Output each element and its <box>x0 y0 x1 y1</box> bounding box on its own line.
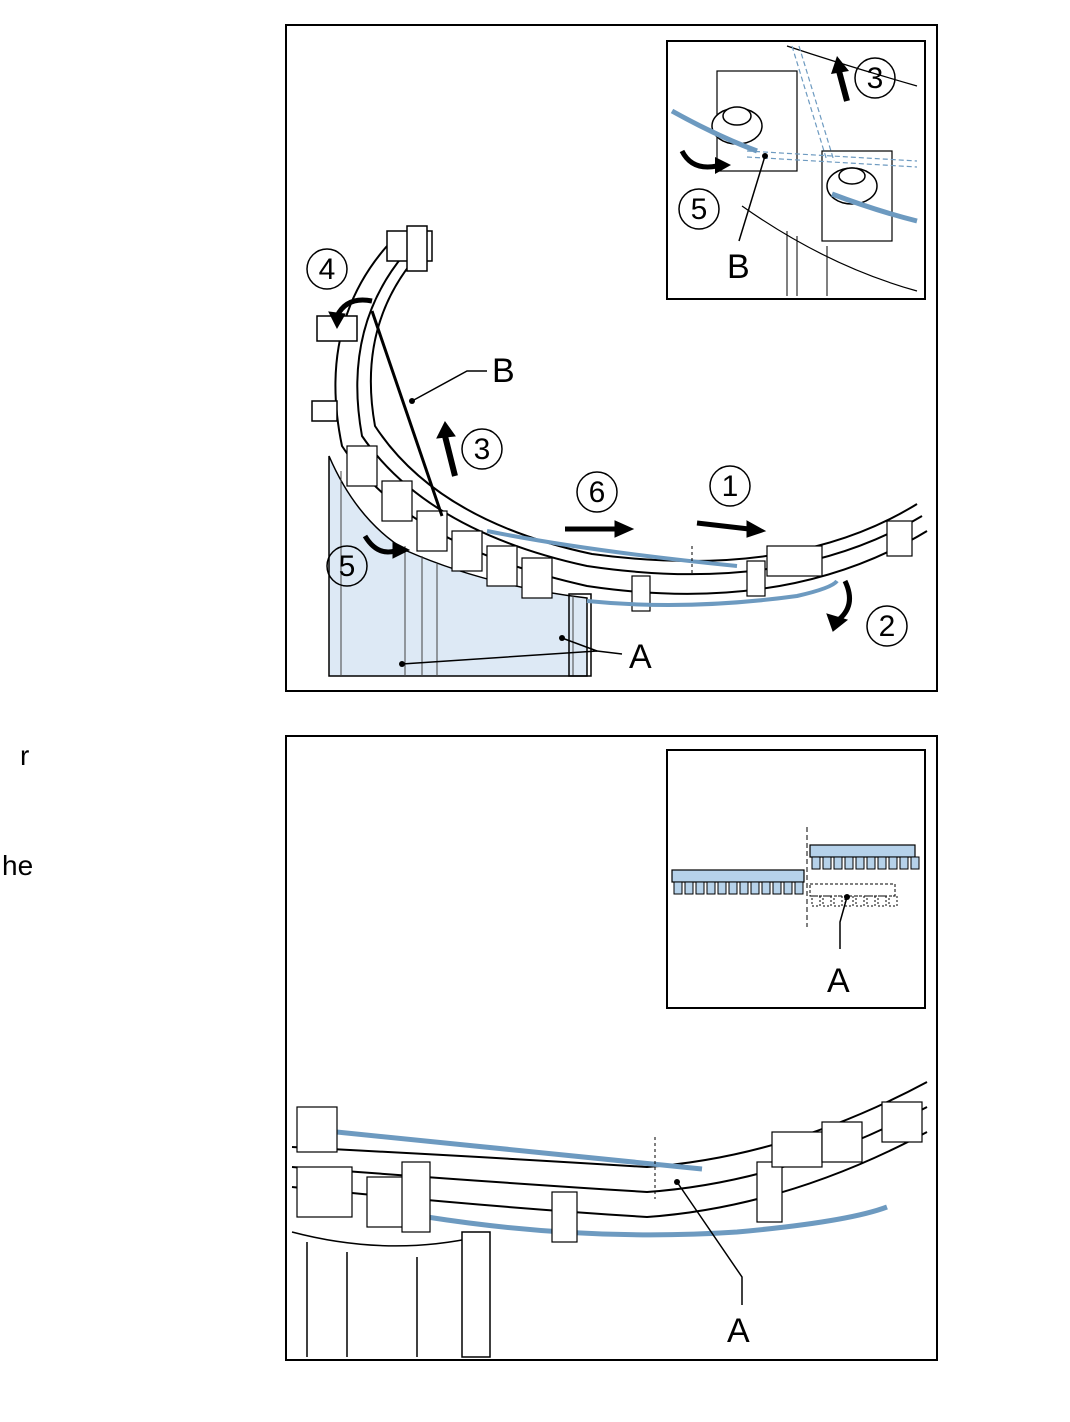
belt-tooth <box>866 856 876 870</box>
carriage-units <box>346 445 913 612</box>
step-2-label: 2 <box>879 610 896 643</box>
inset-step-3-label: 3 <box>867 62 884 95</box>
belt-tooth <box>855 856 865 870</box>
belt-tooth <box>811 856 821 870</box>
belt-tooth <box>750 881 760 895</box>
step-6-label: 6 <box>589 476 606 509</box>
label-a: A <box>727 1312 750 1350</box>
belt-segment-right <box>809 844 916 858</box>
side-text-fragment-1: r <box>20 740 30 771</box>
belt-tooth <box>783 881 793 895</box>
belt-tooth <box>888 895 898 907</box>
step-1-label: 1 <box>722 470 739 503</box>
belt-tooth <box>706 881 716 895</box>
belt-tooth <box>761 881 771 895</box>
belt-tooth <box>717 881 727 895</box>
belt-segment-dashed <box>809 883 896 897</box>
figure-top-panel: 4 3 6 1 2 5 B A <box>285 24 938 692</box>
inset-label-a: A <box>827 962 850 1000</box>
inset-step-5-label: 5 <box>691 193 708 226</box>
belt-tooth <box>822 856 832 870</box>
leader-lines <box>401 370 623 665</box>
belt-tooth <box>844 856 854 870</box>
belt-segment-left <box>671 869 805 883</box>
door-leaf-panels <box>328 455 592 677</box>
belt-tooth <box>866 895 876 907</box>
belt-tooth <box>728 881 738 895</box>
figure-top-illustration: 4 3 6 1 2 5 B A <box>306 40 928 677</box>
label-b: B <box>492 352 515 390</box>
belt-tooth <box>794 881 804 895</box>
toothed-belt-segments <box>486 529 839 607</box>
belt-tooth <box>855 895 865 907</box>
step-3-label: 3 <box>474 433 491 466</box>
belt-tooth <box>739 881 749 895</box>
belt-tooth <box>684 881 694 895</box>
belt-tooth <box>772 881 782 895</box>
door-leaf-panel <box>291 1231 491 1358</box>
top-bracket <box>311 225 433 422</box>
belt-tooth <box>833 856 843 870</box>
belt-tooth <box>695 881 705 895</box>
belt-tooth <box>833 895 843 907</box>
belt-tooth <box>673 881 683 895</box>
figure-top-inset: 3 5 B <box>666 40 926 300</box>
belt-tooth <box>811 895 821 907</box>
cable-b-line <box>370 310 444 517</box>
figure-bottom-illustration: A A <box>291 749 928 1358</box>
belt-tooth <box>899 856 909 870</box>
figure-bottom-panel: A A <box>285 735 938 1361</box>
step-5-label: 5 <box>339 550 356 583</box>
direction-arrows <box>328 297 852 632</box>
figure-bottom-inset: A <box>666 749 926 1009</box>
carriage-units <box>296 1101 923 1243</box>
belt-tooth <box>910 856 920 870</box>
belt-tooth <box>822 895 832 907</box>
belt-tooth <box>877 856 887 870</box>
step-4-label: 4 <box>319 253 336 286</box>
belt-tooth <box>888 856 898 870</box>
label-a: A <box>629 638 652 676</box>
belt-tooth <box>877 895 887 907</box>
side-text-fragment-2: he <box>2 850 34 881</box>
step-callouts: 4 3 6 1 2 5 <box>306 248 908 647</box>
inset-label-b: B <box>727 248 750 286</box>
